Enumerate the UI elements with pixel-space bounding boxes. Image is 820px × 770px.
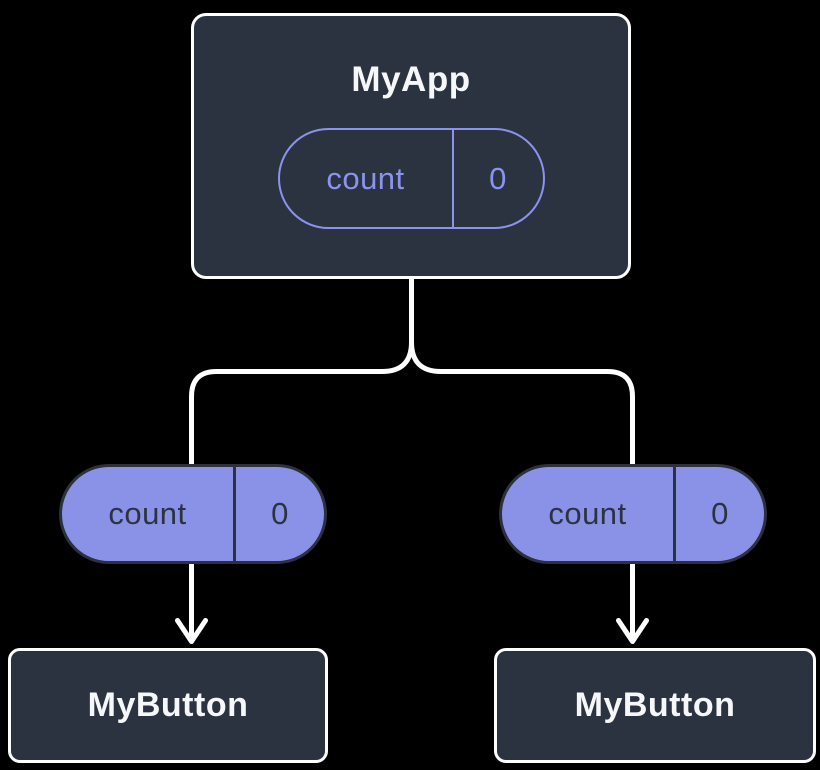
prop-left-label: count [108,496,187,531]
myapp-title: MyApp [351,60,471,99]
branch-right-line [409,339,635,469]
prop-pill-right-label-section: count [502,467,676,561]
prop-pill-left-label-section: count [62,467,236,561]
prop-pill-right: count 0 [499,464,767,564]
state-label: count [326,160,405,196]
prop-left-value: 0 [271,496,289,531]
prop-pill-left-value-section: 0 [236,467,324,561]
prop-pill-right-value-section: 0 [676,467,764,561]
state-value: 0 [489,160,507,196]
state-pill-value-section: 0 [454,130,543,227]
state-pill-myapp: count 0 [277,128,545,229]
arrow-left-head [175,618,208,644]
prop-pill-left: count 0 [59,464,327,564]
node-mybutton-right: MyButton [494,648,816,763]
prop-right-value: 0 [711,496,729,531]
branch-left-line [189,276,414,469]
state-pill-label-section: count [280,130,454,227]
node-myapp: MyApp count 0 [191,13,631,279]
mybutton-left-title: MyButton [87,686,249,724]
arrow-right-head [616,618,649,644]
prop-right-label: count [548,496,627,531]
mybutton-right-title: MyButton [574,686,736,724]
node-mybutton-left: MyButton [8,648,328,763]
